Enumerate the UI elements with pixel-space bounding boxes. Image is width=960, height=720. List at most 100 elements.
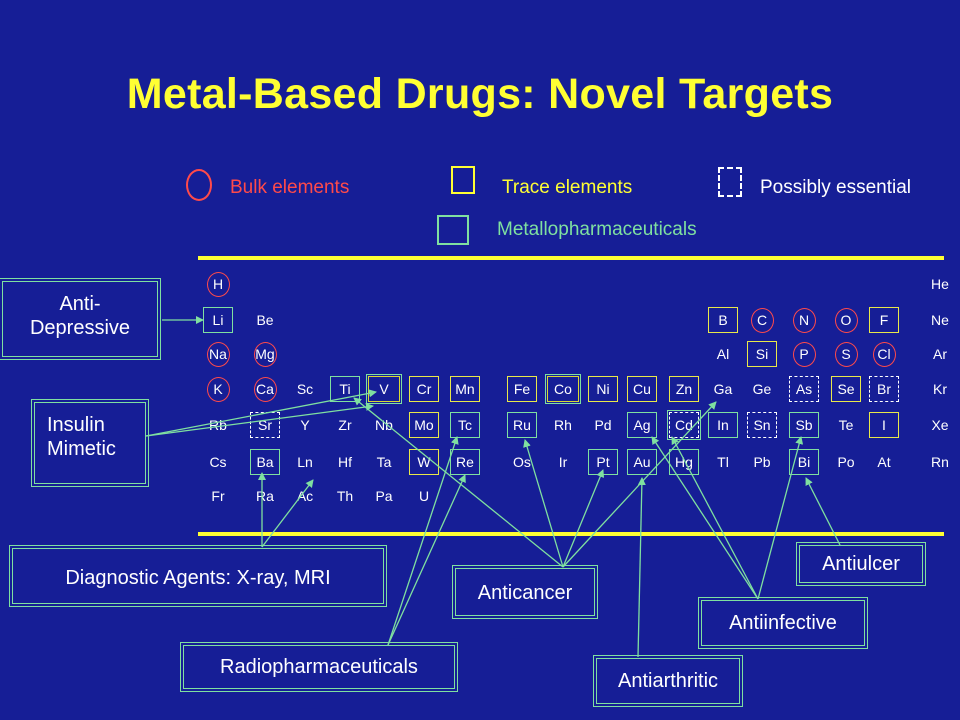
- element-marker-mo: [409, 412, 439, 438]
- metallo-legend-label: Metallopharmaceuticals: [497, 219, 697, 240]
- element-marker-na: [206, 341, 230, 367]
- element-s: S: [841, 346, 851, 362]
- element-au: Au: [633, 454, 651, 470]
- antiinfective-arrow-ag: [651, 436, 759, 600]
- element-marker-ru: [507, 412, 537, 438]
- antidepressive-box: Anti- Depressive: [0, 278, 161, 360]
- antiinfective-arrow-hg: [671, 436, 759, 600]
- element-marker-zn: [669, 376, 699, 402]
- element-br: Br: [877, 381, 891, 397]
- anticancer-arrow-ga: [562, 401, 717, 568]
- element-ta: Ta: [376, 454, 392, 470]
- antiulcer-arrow: [805, 477, 841, 546]
- insulin-label-2: Mimetic: [47, 438, 116, 460]
- element-ra: Ra: [256, 488, 274, 504]
- element-at: At: [877, 454, 891, 470]
- element-xe: Xe: [931, 417, 949, 433]
- element-ne: Ne: [931, 312, 949, 328]
- element-ag: Ag: [633, 417, 651, 433]
- element-rh: Rh: [554, 417, 572, 433]
- element-marker-se: [831, 376, 861, 402]
- element-tl: Tl: [717, 454, 729, 470]
- anticancer-arrow-ru: [523, 439, 564, 568]
- element-cl: Cl: [877, 346, 891, 362]
- element-rn: Rn: [931, 454, 949, 470]
- element-hg: Hg: [675, 454, 693, 470]
- antidepressive-label-1: Anti-: [59, 293, 101, 315]
- element-c: C: [756, 312, 768, 328]
- element-cs: Cs: [209, 454, 227, 470]
- element-b: B: [718, 312, 728, 328]
- bulk-legend-label: Bulk elements: [230, 177, 350, 198]
- antiarthritic-arrow: [637, 477, 646, 658]
- anticancer-label: Anticancer: [477, 582, 573, 604]
- element-ac: Ac: [296, 488, 314, 504]
- element-h: H: [212, 276, 224, 292]
- element-marker-au: [627, 449, 657, 475]
- element-he: He: [931, 276, 949, 292]
- element-mg: Mg: [255, 346, 275, 362]
- element-cr: Cr: [416, 381, 432, 397]
- element-p: P: [799, 346, 809, 362]
- element-i: I: [882, 417, 886, 433]
- element-marker-hg: [669, 449, 699, 475]
- insulin-box: Insulin Mimetic: [31, 399, 149, 487]
- element-cu: Cu: [633, 381, 651, 397]
- top-divider: [198, 256, 944, 260]
- element-ba: Ba: [256, 454, 274, 470]
- radiopharma-arrow-re: [387, 474, 466, 646]
- anticancer-box: Anticancer: [452, 565, 598, 619]
- element-hf: Hf: [338, 454, 352, 470]
- diagnostic-box: Diagnostic Agents: X-ray, MRI: [9, 545, 387, 607]
- element-in: In: [717, 417, 729, 433]
- insulin-arrow-vanadium: [145, 402, 374, 437]
- radiopharma-arrow-tc: [387, 436, 459, 646]
- element-be: Be: [256, 312, 274, 328]
- element-pt: Pt: [596, 454, 610, 470]
- element-tc: Tc: [458, 417, 472, 433]
- element-mn: Mn: [455, 381, 475, 397]
- anticancer-arrow-pt: [562, 469, 605, 568]
- element-bi: Bi: [797, 454, 811, 470]
- radiopharma-box: Radiopharmaceuticals: [180, 642, 458, 692]
- trace-legend-symbol: [451, 166, 475, 194]
- element-al: Al: [716, 346, 730, 362]
- element-marker-as: [789, 376, 819, 402]
- element-u: U: [418, 488, 430, 504]
- element-pd: Pd: [594, 417, 612, 433]
- element-ti: Ti: [339, 381, 351, 397]
- element-pa: Pa: [375, 488, 393, 504]
- element-marker-p: [792, 341, 816, 367]
- element-y: Y: [300, 417, 310, 433]
- element-ln: Ln: [297, 454, 313, 470]
- anticancer-arrow-ti: [353, 397, 564, 568]
- element-marker-i: [869, 412, 899, 438]
- metallo-legend-symbol: [437, 215, 469, 245]
- element-zr: Zr: [338, 417, 352, 433]
- element-fe: Fe: [513, 381, 531, 397]
- element-si: Si: [755, 346, 769, 362]
- element-marker-si: [747, 341, 777, 367]
- element-marker-in: [708, 412, 738, 438]
- antiarthritic-label: Antiarthritic: [617, 670, 719, 692]
- element-ge: Ge: [752, 381, 772, 397]
- element-marker-bi: [789, 449, 819, 475]
- element-re: Re: [456, 454, 474, 470]
- element-marker-cl: [872, 341, 896, 367]
- element-marker-br: [869, 376, 899, 402]
- element-marker-fe: [507, 376, 537, 402]
- element-li: Li: [212, 312, 224, 328]
- element-marker-f: [869, 307, 899, 333]
- radiopharma-label: Radiopharmaceuticals: [220, 656, 418, 678]
- element-te: Te: [838, 417, 854, 433]
- element-v: V: [379, 381, 389, 397]
- element-ca: Ca: [256, 381, 274, 397]
- antiinfective-arrow-sb: [757, 436, 804, 600]
- element-sc: Sc: [296, 381, 314, 397]
- element-marker-cr: [409, 376, 439, 402]
- slide-title: Metal-Based Drugs: Novel Targets: [126, 70, 834, 118]
- element-marker-n: [792, 307, 816, 333]
- antiulcer-box: Antiulcer: [796, 542, 926, 586]
- bottom-divider: [198, 532, 944, 536]
